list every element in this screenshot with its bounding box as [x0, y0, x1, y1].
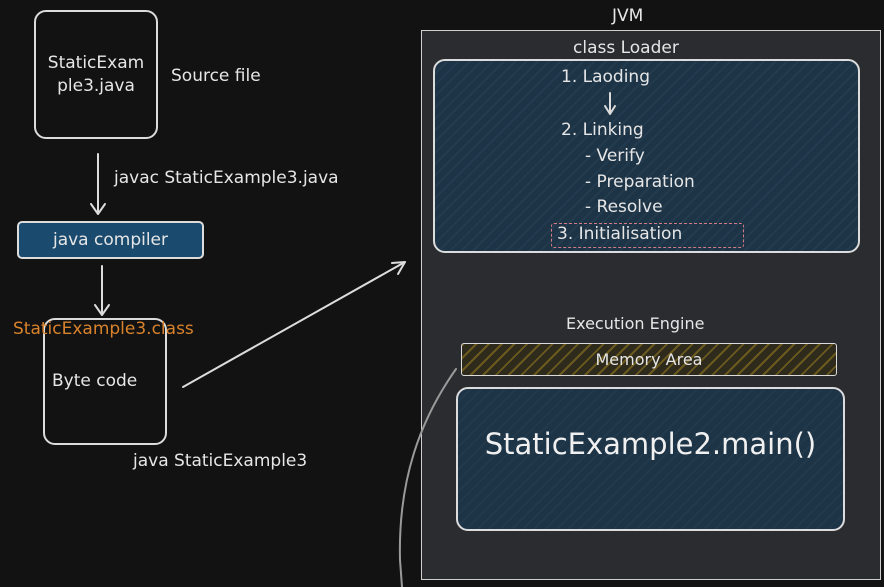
source-file-name-line1: StaticExam: [47, 52, 145, 73]
bytecode-label: Byte code: [52, 371, 138, 391]
step-linking: 2. Linking: [561, 120, 644, 140]
bytecode-box: [43, 318, 167, 445]
step-loading: 1. Laoding: [561, 67, 650, 87]
stack-frame-box: StaticExample2.main(): [456, 387, 845, 531]
stack-frame-label: StaticExample2.main(): [484, 427, 817, 461]
sub-resolve: - Resolve: [585, 197, 663, 217]
java-compiler-box: java compiler: [17, 221, 204, 259]
memory-area-box: Memory Area: [461, 343, 837, 376]
source-file-caption: Source file: [171, 66, 261, 86]
class-loader-title: class Loader: [573, 38, 679, 58]
step-initialisation: 3. Initialisation: [557, 224, 683, 244]
class-file-name: StaticExample3.class: [13, 319, 194, 339]
memory-area-label: Memory Area: [595, 350, 703, 369]
sub-preparation: - Preparation: [585, 172, 695, 192]
initialisation-highlight: [551, 223, 744, 248]
source-file-box: StaticExam ple3.java: [34, 10, 158, 139]
jvm-title: JVM: [612, 6, 644, 26]
run-command: java StaticExample3: [133, 451, 308, 471]
execution-engine-title: Execution Engine: [566, 314, 705, 333]
javac-command: javac StaticExample3.java: [114, 168, 339, 188]
source-file-name-line2: ple3.java: [57, 75, 135, 96]
arrow-bytecode-to-jvm: [182, 261, 406, 388]
class-loader-box: [433, 59, 860, 253]
java-compiler-label: java compiler: [52, 230, 168, 250]
sub-verify: - Verify: [585, 146, 645, 166]
